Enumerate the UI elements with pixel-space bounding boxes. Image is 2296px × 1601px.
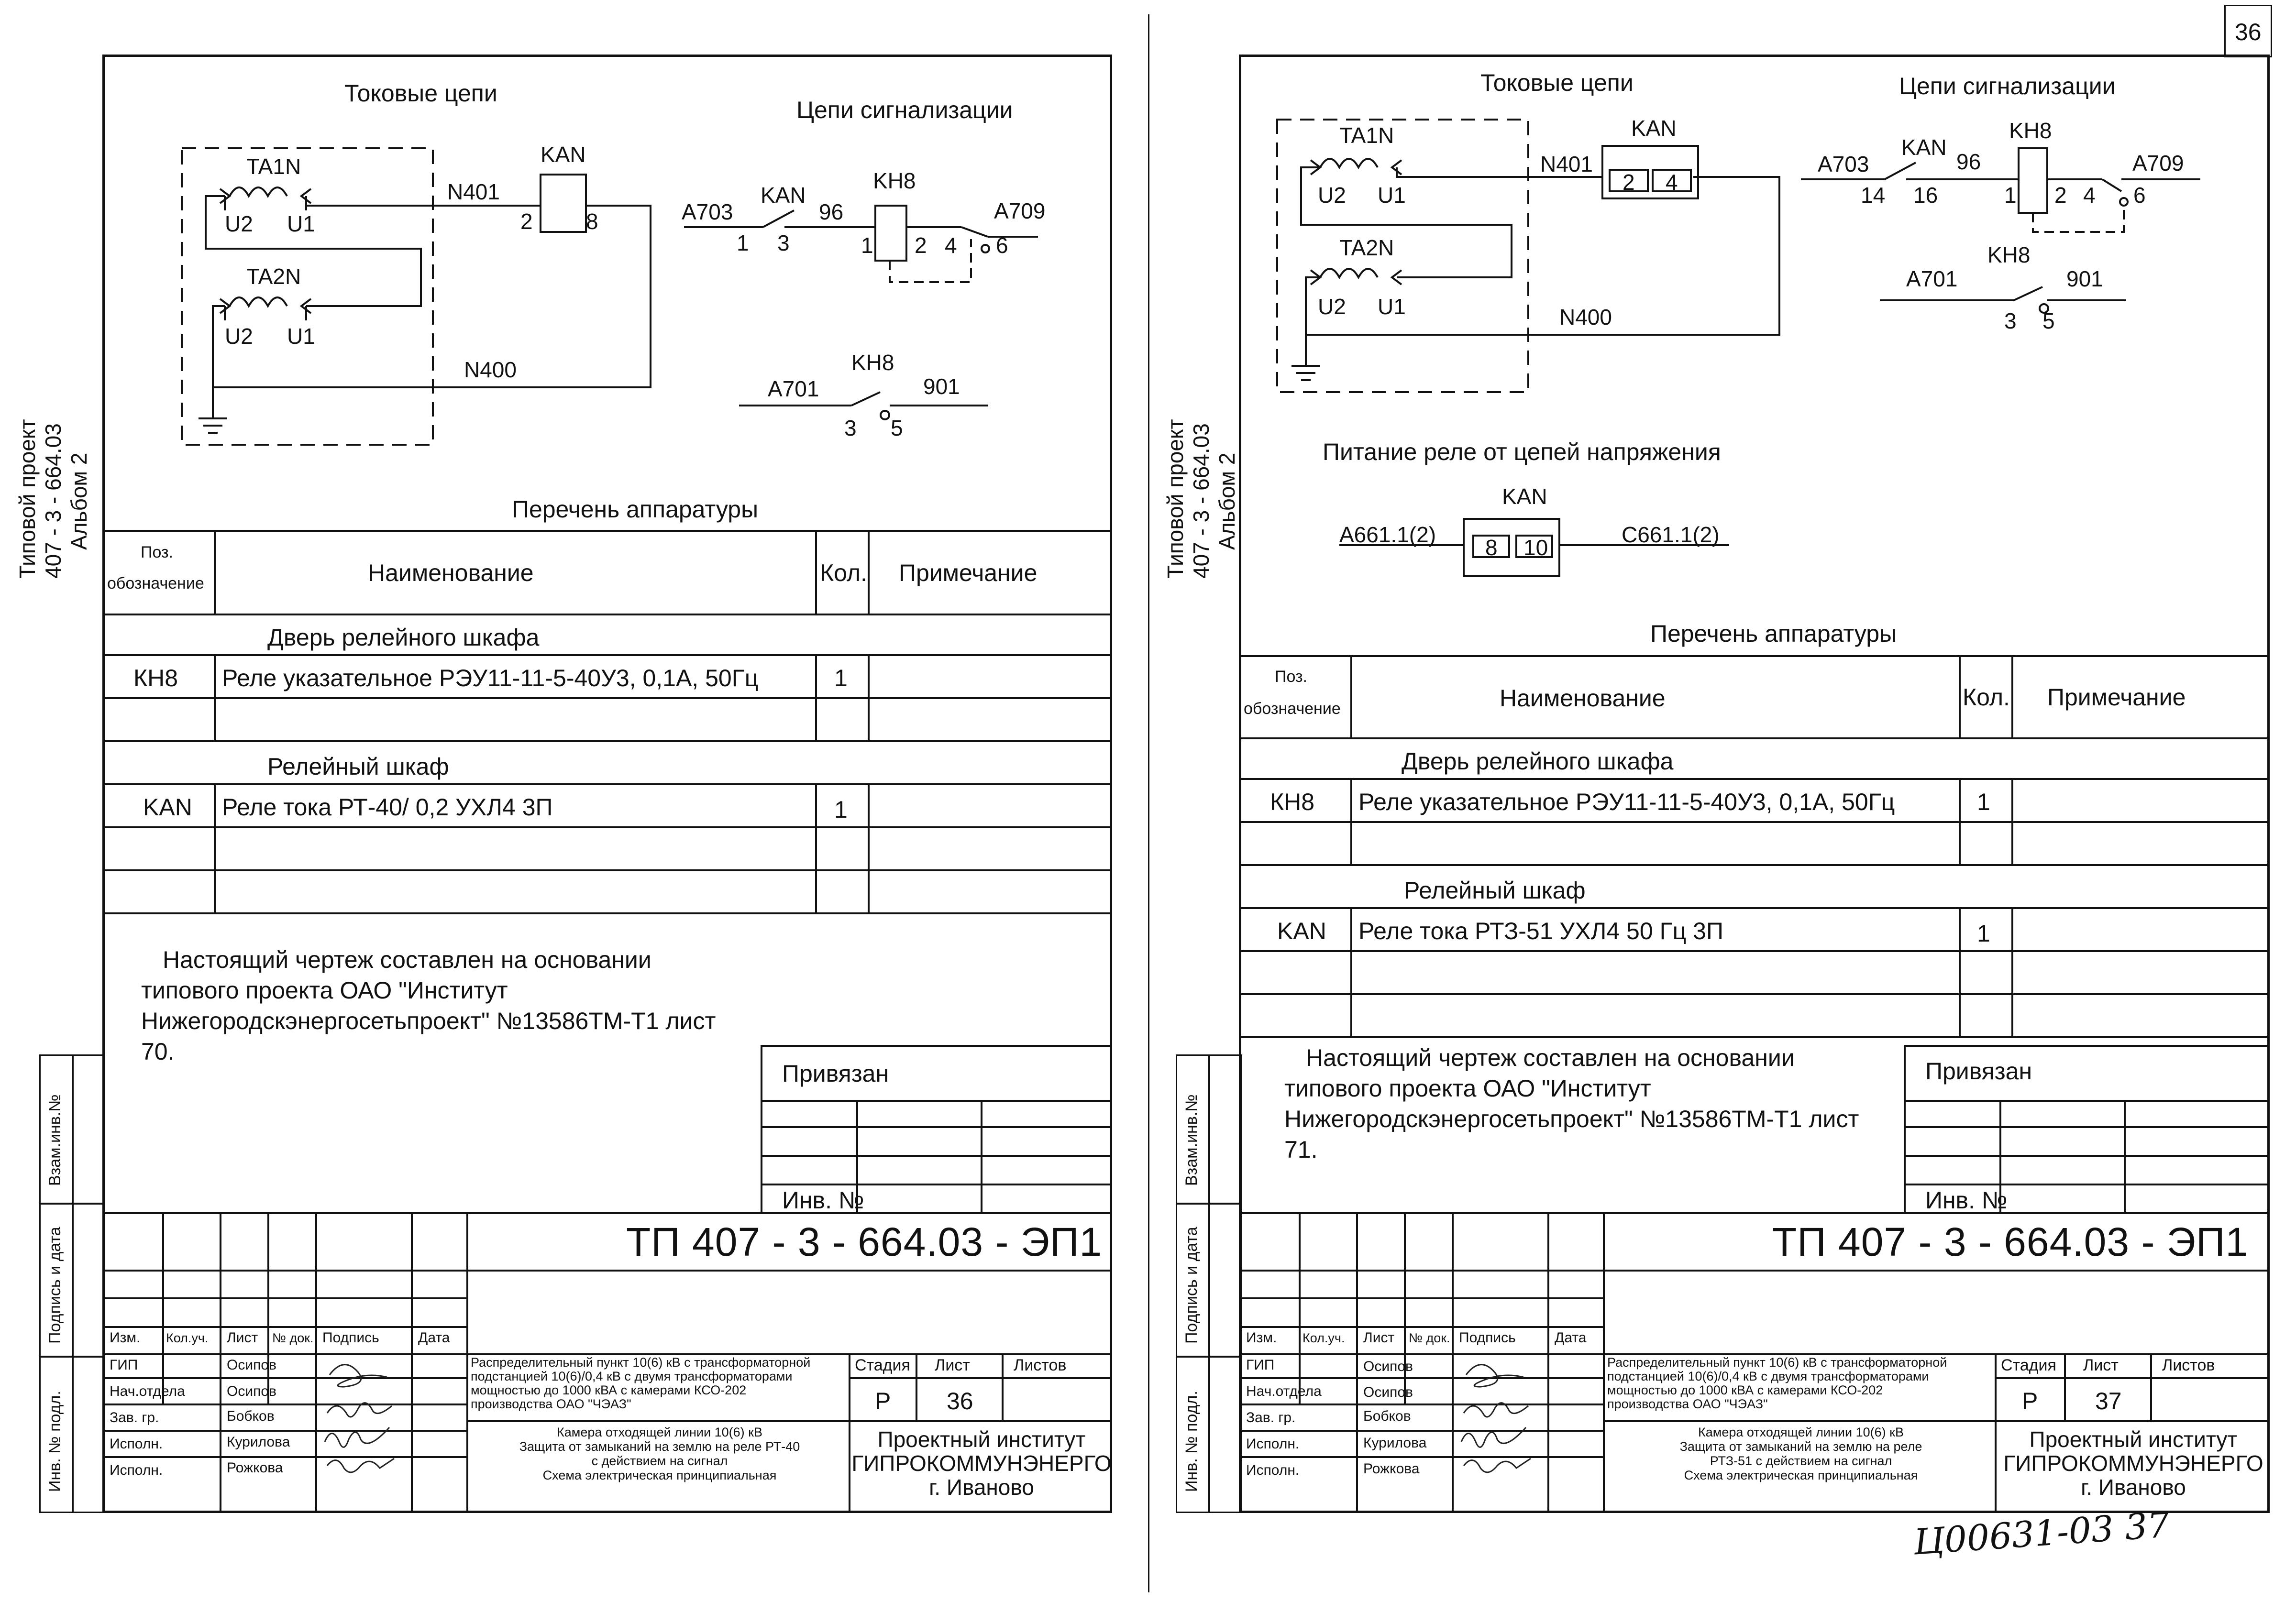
organization: Проектный институт ГИПРОКОММУНЭНЕРГО г. … (2003, 1427, 2263, 1500)
handwritten-archive-number: Ц00631-03 37 (1912, 1504, 2172, 1563)
section-relay-door: Дверь релейного шкафа (267, 624, 540, 651)
label-kan: KAN (541, 142, 586, 167)
drawing-sheet-left: Типовой проект 407 - 3 - 664.03 Альбом 2… (15, 14, 1149, 1592)
ta2-winding (229, 296, 288, 308)
kan-relay (1601, 145, 1699, 199)
object-description: Распределительный пункт 10(6) кВ с транс… (471, 1355, 811, 1411)
label-ta1n: TA1N (246, 154, 301, 179)
heading-power-supply: Питание реле от цепей напряжения (1323, 439, 1721, 465)
col-note-header: Примечание (899, 559, 1038, 586)
signatures (324, 1364, 395, 1473)
document-code: ТП 407 - 3 - 664.03 - ЭП1 (626, 1219, 1103, 1264)
title-stamp: ТП 407 - 3 - 664.03 - ЭП1 Изм. Кол.уч. Л… (105, 1212, 1112, 1513)
wire-n401 (305, 196, 541, 207)
label-n400: N400 (464, 357, 517, 382)
sheet-number: 37 (2095, 1388, 2122, 1415)
title-stamp: ТП 407 - 3 - 664.03 - ЭП1 Изм. Кол.уч. Л… (1241, 1212, 2270, 1513)
kh8-relay-coil (874, 205, 907, 262)
heading-current-circuits: Токовые цепи (344, 80, 497, 107)
page-divider (1148, 14, 1149, 1592)
stamp-label-podpis: Подпись и дата (1182, 1227, 1201, 1344)
sheet-frame (1239, 55, 2270, 1513)
organization: Проектный институт ГИПРОКОММУНЭНЕРГО г. … (851, 1427, 1112, 1500)
kh8-relay-coil (2018, 147, 2048, 214)
label-ta2n: TA2N (246, 264, 301, 289)
col-name-header: Наименование (368, 559, 534, 586)
heading-signal-circuits: Цепи сигнализации (796, 97, 1013, 123)
wire-n400 (212, 205, 651, 388)
kan-relay-coil (540, 174, 587, 233)
circuit-diagram (1276, 119, 2200, 577)
binding-block: Привязан Инв. № (1904, 1045, 2270, 1212)
section-relay-cabinet: Релейный шкаф (267, 753, 449, 780)
ct-enclosure (1276, 119, 1529, 393)
basis-note: Настоящий чертеж составлен на основании … (141, 946, 716, 1065)
stamp-label-vzam: Взам.инв.№ (1182, 1094, 1201, 1186)
sheet-description: Камера отходящей линии 10(6) кВ Защита о… (1679, 1425, 1922, 1482)
drawing-sheet-right: 36 Типовой проект 407 - 3 - 664.03 Альбо… (1148, 0, 2296, 1601)
kan-supply-block (1463, 518, 1560, 577)
signatures (1460, 1364, 1531, 1473)
stamp-label-inv: Инв. № подл. (1182, 1391, 1201, 1492)
ta1-winding (229, 186, 288, 198)
col-qty-header: Кол. (820, 559, 867, 586)
stamp-label-inv: Инв. № подл. (46, 1391, 64, 1492)
stamp-label-podpis: Подпись и дата (46, 1227, 64, 1344)
stamp-label-vzam: Взам.инв.№ (46, 1094, 64, 1186)
row1-name: Реле указательное РЭУ11-11-5-40У3, 0,1А,… (222, 665, 759, 691)
ct-enclosure (181, 147, 434, 446)
document-code: ТП 407 - 3 - 664.03 - ЭП1 (1772, 1219, 2249, 1264)
binding-block: Привязан Инв. № (761, 1045, 1112, 1212)
sheet-number: 36 (947, 1388, 973, 1415)
sheet-description: Камера отходящей линии 10(6) кВ Защита о… (519, 1425, 800, 1482)
basis-note: Настоящий чертеж составлен на основании … (1284, 1044, 1859, 1163)
row2-name: Реле тока РТ-40/ 0,2 УХЛ4 3П (222, 794, 553, 821)
circuit-diagram (181, 147, 1038, 446)
page-number: 36 (2235, 19, 2262, 45)
equipment-list-title: Перечень аппаратуры (512, 496, 759, 523)
object-description: Распределительный пункт 10(6) кВ с транс… (1607, 1355, 1947, 1411)
label-n401: N401 (447, 179, 500, 204)
